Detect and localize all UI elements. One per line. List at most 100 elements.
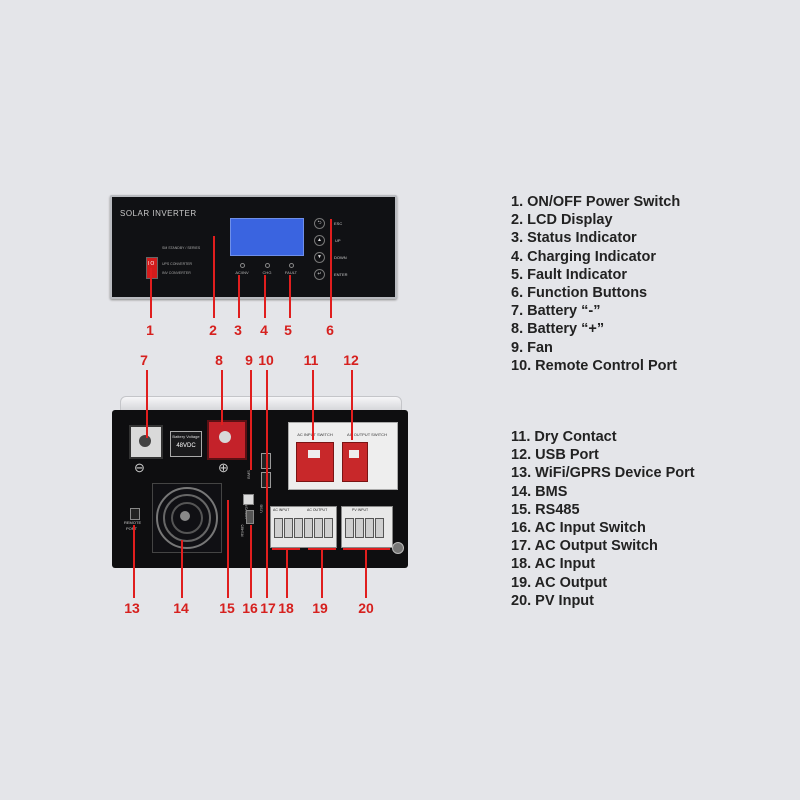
- plus-icon: ⊕: [218, 460, 229, 475]
- indicator-label: FAULT: [284, 270, 298, 275]
- pv-input-terminal-label: PV INPUT: [352, 508, 369, 512]
- remote-port-label: REMOTE: [124, 520, 142, 525]
- rs485-port[interactable]: [243, 494, 254, 505]
- mode-label: INV CONVERTER: [162, 271, 191, 275]
- enter-icon: ↵: [317, 271, 322, 277]
- callout-lead-line: [266, 370, 268, 470]
- function-button-up[interactable]: [314, 235, 325, 246]
- function-button-label: ESC: [334, 221, 343, 226]
- battery-voltage-label: [170, 431, 202, 457]
- function-button-label: UP: [335, 238, 341, 243]
- legend-item: 15. RS485: [511, 501, 580, 518]
- callout-lead-line: [221, 370, 223, 425]
- function-button-down[interactable]: [314, 252, 325, 263]
- callout-16: 16: [242, 600, 258, 616]
- battery-voltage-value: 48VDC: [176, 443, 196, 449]
- port-label-bms: BMS: [245, 470, 251, 479]
- callout-13: 13: [124, 600, 140, 616]
- callout-lead-line: [238, 275, 240, 318]
- callout-20: 20: [358, 600, 374, 616]
- callout-3: 3: [234, 322, 242, 338]
- legend-item: 11. Dry Contact: [511, 429, 617, 445]
- legend-item: 18. AC Input: [511, 556, 596, 573]
- arrow-down-icon: ▼: [317, 254, 322, 260]
- remote-port[interactable]: [130, 508, 140, 520]
- status-indicator-led: [240, 263, 245, 268]
- legend-group-2: 11. Dry Contact 12. USB Port 13. WiFi/GP…: [511, 428, 695, 610]
- legend-item: 13. WiFi/GPRS Device Port: [511, 465, 695, 482]
- arrow-up-icon: ▲: [317, 237, 322, 243]
- legend-item: 19. AC Output: [511, 574, 608, 591]
- callout-10: 10: [258, 352, 274, 368]
- terminal-screw: [284, 518, 293, 538]
- mode-label: UPS CONVERTER: [162, 262, 193, 266]
- legend-item: 4. Charging Indicator: [511, 248, 657, 265]
- callout-lead-line: [227, 500, 229, 598]
- callout-14: 14: [173, 600, 189, 616]
- callout-17: 17: [260, 600, 276, 616]
- indicator-label: CHG: [262, 270, 272, 275]
- callout-15: 15: [219, 600, 235, 616]
- ac-input-terminal-label: AC INPUT: [273, 508, 290, 512]
- terminal-screw: [324, 518, 333, 538]
- ac-output-terminal-label: AC OUTPUT: [307, 508, 328, 512]
- legend-item: 16. AC Input Switch: [511, 520, 646, 537]
- legend-item: 17. AC Output Switch: [511, 538, 658, 555]
- ac-output-switch[interactable]: [342, 442, 368, 482]
- legend-item: 2. LCD Display: [511, 212, 613, 229]
- callout-8: 8: [215, 352, 223, 368]
- callout-lead-line: [330, 219, 332, 318]
- battery-voltage-text: Battery Voltage: [172, 434, 200, 439]
- callout-lead-line: [321, 548, 323, 598]
- terminal-screw: [365, 518, 374, 538]
- callout-lead-line: [266, 470, 268, 598]
- legend-item: 5. Fault Indicator: [511, 266, 628, 283]
- lcd-display: [230, 218, 304, 256]
- fan-ring-3: [171, 502, 203, 534]
- callout-bracket: [343, 548, 390, 550]
- ac-input-switch[interactable]: [296, 442, 334, 482]
- fan-ring-2: [163, 494, 211, 542]
- function-button-label: DOWN: [334, 255, 347, 260]
- legend-item: 14. BMS: [511, 483, 568, 500]
- bms-port[interactable]: [246, 510, 254, 524]
- front-panel-brand: SOLAR INVERTER: [120, 209, 197, 218]
- terminal-screw: [314, 518, 323, 538]
- callout-6: 6: [326, 322, 334, 338]
- callout-lead-line: [289, 275, 291, 318]
- port-label-usb: USB: [258, 504, 264, 513]
- power-switch[interactable]: [146, 257, 158, 279]
- legend-item: 12. USB Port: [511, 447, 599, 464]
- battery-positive-bolt: [219, 431, 231, 443]
- battery-negative-bolt: [139, 435, 151, 447]
- callout-bracket: [272, 548, 300, 550]
- callout-lead-line: [213, 236, 215, 318]
- fault-indicator-led: [289, 263, 294, 268]
- callout-lead-line: [146, 370, 148, 438]
- back-arrow-icon: ⮌: [317, 220, 322, 226]
- legend-item: 10. Remote Control Port: [511, 357, 677, 374]
- legend-item: 6. Function Buttons: [511, 285, 648, 302]
- terminal-screw: [274, 518, 283, 538]
- indicator-label: AC/INV: [235, 270, 249, 275]
- callout-9: 9: [245, 352, 253, 368]
- legend-group-1: 1. ON/OFF Power Switch 2. LCD Display 3.…: [511, 193, 680, 375]
- callout-11: 11: [303, 352, 319, 368]
- callout-lead-line: [286, 548, 288, 598]
- callout-lead-line: [150, 268, 152, 318]
- callout-lead-line: [133, 525, 135, 598]
- callout-lead-line: [365, 548, 367, 598]
- ac-output-switch-label: AC OUTPUT SWITCH: [347, 432, 387, 437]
- function-button-enter[interactable]: [314, 269, 325, 280]
- callout-2: 2: [209, 322, 217, 338]
- legend-item: 7. Battery “-”: [511, 303, 601, 320]
- legend-item: 20. PV Input: [511, 592, 594, 609]
- minus-icon: ⊖: [134, 460, 145, 475]
- callout-4: 4: [260, 322, 268, 338]
- fan-hub: [180, 511, 190, 521]
- terminal-screw: [355, 518, 364, 538]
- terminal-screw: [294, 518, 303, 538]
- callout-1: 1: [146, 322, 154, 338]
- function-button-esc[interactable]: [314, 218, 325, 229]
- ground-screw: [392, 542, 404, 554]
